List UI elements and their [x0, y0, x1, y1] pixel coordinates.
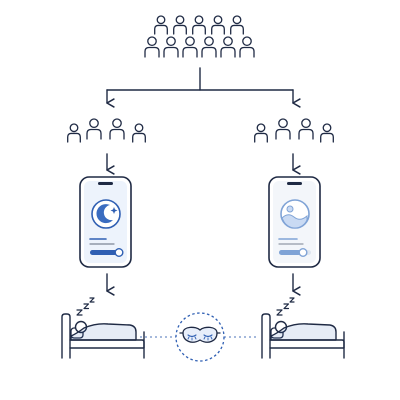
person-icon [201, 36, 217, 58]
person-icon [239, 36, 255, 58]
person-icon [109, 118, 125, 140]
person-icon [192, 15, 206, 35]
person-icon [163, 36, 179, 58]
phone-app-b [268, 176, 321, 268]
person-sleeping-in-bed-icon [61, 297, 145, 359]
sleep-mask-icon [175, 312, 225, 362]
person-icon [220, 36, 236, 58]
population-group-icon [144, 15, 255, 58]
person-icon [254, 123, 268, 143]
person-icon [320, 123, 334, 143]
sleeper-b-icon [261, 297, 345, 359]
person-icon [132, 123, 146, 143]
person-icon [298, 118, 314, 140]
person-icon [67, 123, 81, 143]
person-icon [86, 118, 102, 140]
person-icon [173, 15, 187, 35]
group-b-icon [254, 118, 334, 143]
person-icon [211, 15, 225, 35]
person-icon [182, 36, 198, 58]
app-b-progress-slider [279, 247, 311, 257]
person-icon [275, 118, 291, 140]
person-icon [144, 36, 160, 58]
app-a-progress-slider [90, 247, 124, 257]
arrows-to-apps [106, 153, 301, 175]
calm-waves-app-icon [280, 199, 310, 229]
phone-app-a [79, 176, 132, 268]
sleeper-a-icon [61, 297, 145, 359]
group-a-icon [67, 118, 146, 143]
branch-connector [106, 67, 301, 108]
person-icon [230, 15, 244, 35]
arrows-to-sleepers [106, 273, 301, 296]
person-sleeping-in-bed-icon [261, 297, 345, 359]
sleep-moon-app-icon [91, 199, 121, 229]
person-icon [154, 15, 168, 35]
